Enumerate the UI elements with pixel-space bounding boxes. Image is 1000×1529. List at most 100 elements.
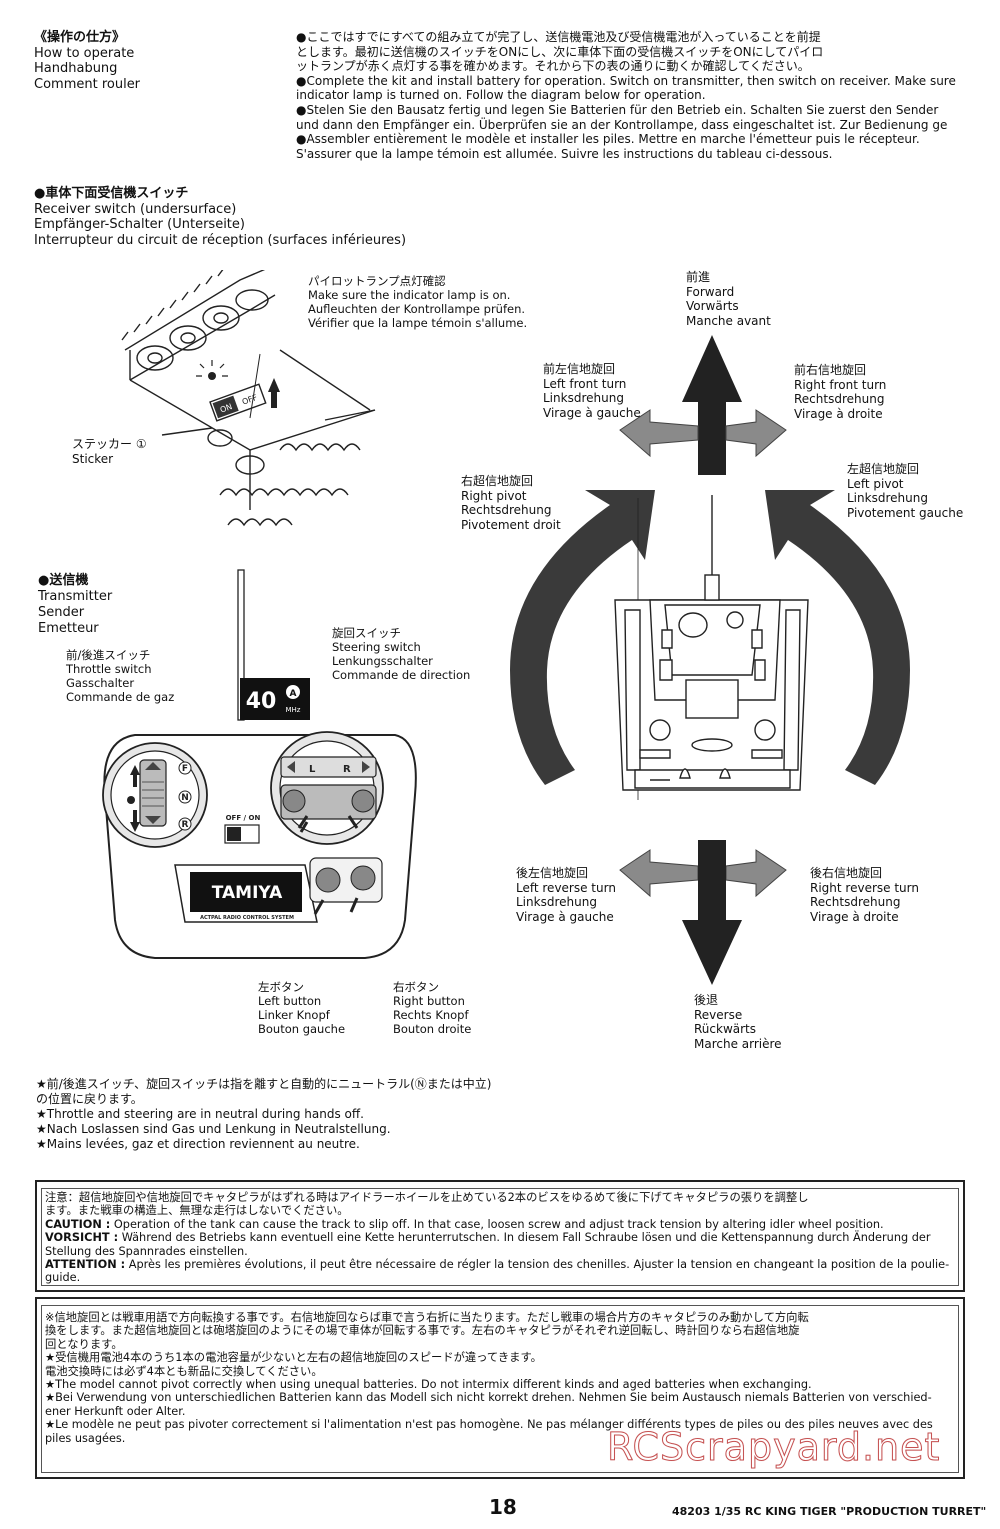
left-pivot-arrow <box>765 490 910 785</box>
receiver-heading: ●車体下面受信機スイッチ Receiver switch (undersurfa… <box>34 186 406 248</box>
left-pivot-jp: 左超信地旋回 <box>847 462 920 476</box>
left-button-de: Linker Knopf <box>258 1008 330 1022</box>
steering-label-de: Lenkungsschalter <box>332 654 433 668</box>
left-button-fr: Bouton gauche <box>258 1022 346 1036</box>
left-front-arrow <box>619 409 699 458</box>
left-front-jp: 前左信地旋回 <box>543 362 616 376</box>
switch-on-label: ON <box>219 402 234 415</box>
label-right-reverse: 後右信地旋回 Right reverse turn Rechtsdrehung … <box>810 866 919 924</box>
caution-fr-text: Après les premières évolutions, il peut … <box>128 1258 950 1272</box>
throttle-label-jp: 前/後進スイッチ <box>66 648 151 662</box>
steering-label-fr: Commande de direction <box>332 668 471 682</box>
caution-box: 注意：超信地旋回や信地旋回でキャタピラがはずれる時はアイドラーホイールを止めてい… <box>35 1180 965 1292</box>
label-forward: 前進 Forward Vorwärts Manche avant <box>686 270 771 328</box>
transmitter-heading-fr: Emetteur <box>38 621 99 636</box>
receiver-heading-en: Receiver switch (undersurface) <box>34 201 237 217</box>
left-pivot-fr: Pivotement gauche <box>847 505 964 520</box>
left-button-en: Left button <box>258 994 322 1008</box>
left-reverse-fr: Virage à gauche <box>516 909 614 924</box>
right-reverse-de: Rechtsdrehung <box>810 895 901 909</box>
operate-line: ●Assembler entièrement le modèle et inst… <box>296 132 920 147</box>
watermark: RCScrapyard.net <box>606 1425 941 1470</box>
transmitter-heading: ●送信機 Transmitter Sender Emetteur <box>38 573 112 637</box>
throttle-label-de: Gasschalter <box>66 676 135 690</box>
steering-stick[interactable] <box>280 784 377 820</box>
label-reverse: 後退 Reverse Rückwärts Marche arrière <box>694 993 782 1051</box>
operate-paragraph: ●ここではすでにすべての組み立てが完了し、送信機電池及び受信機電池が入っているこ… <box>296 30 956 161</box>
reverse-en: Reverse <box>694 1007 743 1022</box>
right-pivot-en: Right pivot <box>461 488 527 503</box>
left-front-fr: Virage à gauche <box>543 405 641 420</box>
battery-note-text: ※信地旋回とは戦車用語で方向転換する事です。右信地旋回ならば車で言う右折に当たり… <box>45 1311 933 1445</box>
sticker-label-jp: ステッカー ① <box>72 437 147 451</box>
battery-note-line: 電池交換時には必ず4本とも新品に交換してください。 <box>45 1364 323 1378</box>
caution-jp-line: ます。また戦車の構造上、無理な走行はしないでください。 <box>45 1204 349 1218</box>
left-pivot-en: Left pivot <box>847 476 904 491</box>
tamiya-logo: TAMIYA <box>212 883 283 903</box>
battery-note-line: ★受信機用電池4本のうち1本の電池容量が少ないと左右の超信地旋回のスピードが違っ… <box>45 1351 542 1365</box>
operate-line: ットランプが赤く点灯する事を確かめます。それから下の表の通りに動くか確認してくだ… <box>296 59 810 74</box>
lamp-note-en: Make sure the indicator lamp is on. <box>308 288 511 302</box>
forward-fr: Manche avant <box>686 313 771 328</box>
transmitter-illustration: 40 A MHz F N R L R OFF / ON TAMIYA ACTPA… <box>102 569 417 959</box>
operate-line: und dann den Empfänger ein. Überprüfen s… <box>296 117 948 132</box>
power-switch[interactable] <box>227 827 241 841</box>
fnr-reverse: R <box>182 820 189 830</box>
battery-note-line: ★The model cannot pivot correctly when u… <box>45 1378 812 1392</box>
left-button[interactable] <box>315 867 341 893</box>
right-button-de: Rechts Knopf <box>393 1008 469 1022</box>
right-front-de: Rechtsdrehung <box>794 392 885 406</box>
footer-title: 48203 1/35 RC KING TIGER "PRODUCTION TUR… <box>672 1505 987 1518</box>
right-front-arrow <box>725 409 787 458</box>
label-left-pivot: 左超信地旋回 Left pivot Linksdrehung Pivotemen… <box>847 462 963 520</box>
throttle-label-fr: Commande de gaz <box>66 690 175 704</box>
steering-switch-label: 旋回スイッチ Steering switch Lenkungsschalter … <box>332 626 470 682</box>
throttle-stick[interactable] <box>139 759 167 827</box>
steer-left-label: L <box>309 764 316 775</box>
battery-note-line: 回となります。 <box>45 1337 123 1351</box>
receiver-heading-jp: ●車体下面受信機スイッチ <box>34 186 189 201</box>
operate-heading: 《操作の仕方》 How to operate Handhabung Commen… <box>34 30 140 92</box>
operate-line: S'assurer que la lampe témoin est allumé… <box>296 146 833 161</box>
battery-note-box: ※信地旋回とは戦車用語で方向転換する事です。右信地旋回ならば車で言う右折に当たり… <box>35 1297 965 1479</box>
forward-de: Vorwärts <box>686 299 739 313</box>
steer-right-label: R <box>343 764 351 775</box>
operate-line: ●Complete the kit and install battery fo… <box>296 73 956 88</box>
operate-line: ●Stelen Sie den Bausatz fertig und legen… <box>296 102 939 117</box>
battery-note-line: ※信地旋回とは戦車用語で方向転換する事です。右信地旋回ならば車で言う右折に当たり… <box>45 1311 809 1324</box>
right-pivot-arrow <box>510 490 655 785</box>
caution-jp-line: 注意：超信地旋回や信地旋回でキャタピラがはずれる時はアイドラーホイールを止めてい… <box>45 1191 809 1204</box>
label-right-pivot: 右超信地旋回 Right pivot Rechtsdrehung Pivotem… <box>461 474 561 532</box>
reverse-de: Rückwärts <box>694 1022 757 1036</box>
right-button[interactable] <box>350 865 376 891</box>
reverse-arrow <box>682 840 742 985</box>
neutral-note-line: ★前/後進スイッチ、旋回スイッチは指を離すと自動的にニュートラル(Ⓝまたは中立) <box>36 1077 492 1091</box>
sticker-label: ステッカー ① Sticker <box>72 437 147 467</box>
right-pivot-jp: 右超信地旋回 <box>461 474 534 488</box>
neutral-note-line: ★Throttle and steering are in neutral du… <box>36 1107 364 1121</box>
right-button-fr: Bouton droite <box>393 1022 472 1036</box>
left-reverse-en: Left reverse turn <box>516 880 616 895</box>
right-reverse-arrow <box>725 849 787 898</box>
right-button-label: 右ボタン Right button Rechts Knopf Bouton dr… <box>393 980 471 1036</box>
left-button-jp: 左ボタン <box>258 980 304 994</box>
right-front-jp: 前右信地旋回 <box>794 363 867 377</box>
caution-de-text-cont: Stellung des Spannrades einstellen. <box>45 1244 248 1258</box>
right-button-jp: 右ボタン <box>393 980 439 994</box>
tank-top-view <box>614 495 809 800</box>
caution-en-text: Operation of the tank can cause the trac… <box>113 1217 884 1231</box>
lamp-note-fr: Vérifier que la lampe témoin s'allume. <box>308 316 528 330</box>
forward-jp: 前進 <box>686 270 711 284</box>
forward-en: Forward <box>686 284 735 299</box>
neutral-note-line: ★Nach Loslassen sind Gas und Lenkung in … <box>36 1122 391 1136</box>
left-button-label: 左ボタン Left button Linker Knopf Bouton gau… <box>258 980 345 1036</box>
left-reverse-jp: 後左信地旋回 <box>516 866 589 880</box>
operate-heading-fr: Comment rouler <box>34 76 141 92</box>
battery-note-line: ener Herkunft oder Alter. <box>45 1404 186 1418</box>
operate-line: とします。最初に送信機のスイッチをONにし、次に車体下面の受信機スイッチをONに… <box>296 44 824 59</box>
operate-heading-jp: 《操作の仕方》 <box>34 30 126 45</box>
frequency-band: A <box>290 689 297 699</box>
left-pivot-de: Linksdrehung <box>847 491 928 505</box>
caution-text: 注意：超信地旋回や信地旋回でキャタピラがはずれる時はアイドラーホイールを止めてい… <box>45 1191 949 1285</box>
frequency-unit: MHz <box>286 706 301 714</box>
